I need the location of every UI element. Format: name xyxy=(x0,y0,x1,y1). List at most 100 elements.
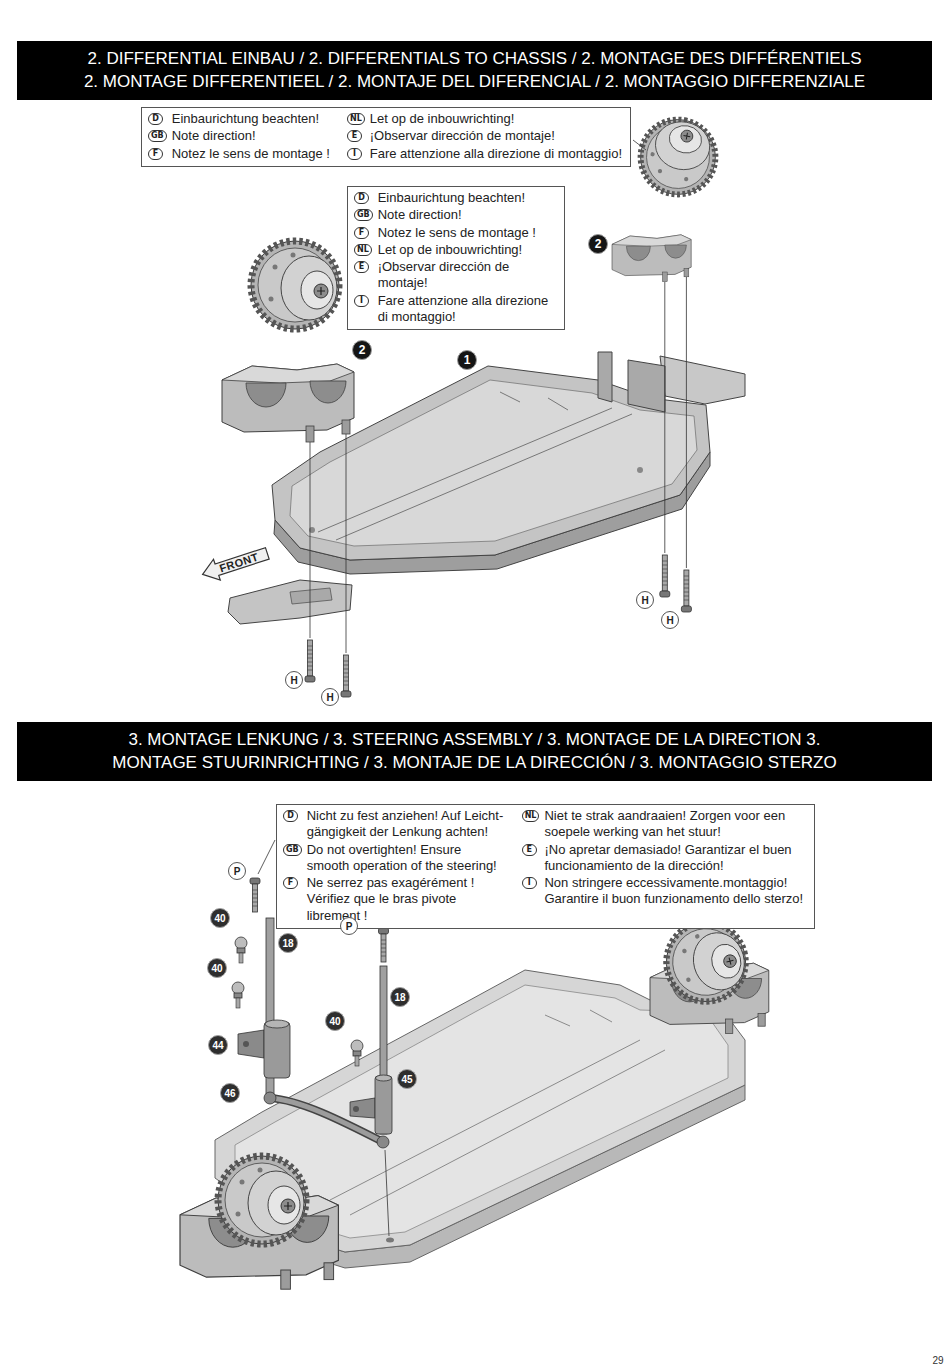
callout-number: H xyxy=(321,688,339,706)
callout-number: 1 xyxy=(457,350,477,370)
callout-number: H xyxy=(661,611,679,629)
callout-number: 18 xyxy=(278,933,298,953)
page-number: 29 xyxy=(932,1355,943,1366)
ball-stud xyxy=(351,1040,363,1066)
language-badge: D xyxy=(354,192,369,204)
bulkhead-walls xyxy=(598,352,665,412)
note-text: Einbaurichtung beachten! xyxy=(172,111,342,127)
language-badge: F xyxy=(283,877,298,889)
arrow-outline xyxy=(199,543,270,585)
note-text: Notez le sens de montage ! xyxy=(378,225,556,241)
callout-number: H xyxy=(636,591,654,609)
note-text: Note direction! xyxy=(378,207,556,223)
note-box: D Einbaurichtung beachten! NL Let op de inb… xyxy=(141,107,631,167)
screw xyxy=(681,570,691,612)
bumper-tab xyxy=(290,588,332,604)
language-badge: NL xyxy=(522,810,540,822)
language-badge: D xyxy=(148,113,163,125)
note-text: Fare attenzione alla direzione di montag… xyxy=(370,146,622,162)
callout-number: 2 xyxy=(352,340,372,360)
note-text: Nicht zu fest anziehen! Auf Leicht- gäng… xyxy=(307,808,517,841)
language-badge: I xyxy=(354,295,369,307)
note-text: Notez le sens de montage ! xyxy=(172,146,342,162)
rear-plate xyxy=(660,356,745,404)
callout-number: 40 xyxy=(207,958,227,978)
assembly-guide-lines xyxy=(310,277,686,653)
note-text: Ne serrez pas exagérément ! Vérifiez que… xyxy=(307,875,517,924)
drag-link xyxy=(270,1098,383,1142)
differential xyxy=(218,1156,306,1244)
callout-number: 2 xyxy=(588,234,608,254)
note-text: Non stringere eccessivamente.montaggio! … xyxy=(544,875,806,908)
language-badge: I xyxy=(522,877,537,889)
bellcrank-hole xyxy=(353,1106,359,1112)
bellcrank xyxy=(264,1022,290,1078)
bellcrank-top xyxy=(376,1075,392,1081)
screw xyxy=(305,640,315,682)
note-text: Note direction! xyxy=(172,128,342,144)
note-text: ¡Observar dirección de montaje! xyxy=(370,128,622,144)
screw xyxy=(660,555,670,597)
note-text: ¡No apretar demasiado! Garantizar el bue… xyxy=(544,842,806,875)
link-eye xyxy=(264,1092,276,1104)
screw xyxy=(250,878,260,912)
language-badge: GB xyxy=(354,209,373,221)
language-badge: E xyxy=(354,261,369,273)
callout-number: P xyxy=(228,862,246,880)
section-title: 2. DIFFERENTIAL EINBAU / 2. DIFFERENTIAL… xyxy=(30,48,920,92)
language-badge: NL xyxy=(347,113,365,125)
callout-number: H xyxy=(285,671,303,689)
note-box: D Einbaurichtung beachten! GB Note directio… xyxy=(347,186,565,330)
callout-number: P xyxy=(340,917,358,935)
note-text: Let op de inbouwrichting! xyxy=(378,242,556,258)
bellcrank-hole xyxy=(243,1041,249,1047)
note-text: Let op de inbouwrichting! xyxy=(370,111,622,127)
pivot-hole xyxy=(386,1238,394,1243)
note-text: ¡Observar dirección de montaje! xyxy=(378,259,556,292)
section-title: 3. MONTAGE LENKUNG / 3. STEERING ASSEMBL… xyxy=(30,729,920,773)
callout-number: 44 xyxy=(208,1035,228,1055)
callout-number: 40 xyxy=(325,1011,345,1031)
language-badge: GB xyxy=(283,844,302,856)
language-badge: NL xyxy=(354,244,372,256)
bellcrank-arm xyxy=(350,1098,375,1118)
bellcrank xyxy=(375,1076,392,1134)
chassis-rails xyxy=(318,392,632,540)
note-text: Do not overtighten! Ensure smooth operat… xyxy=(307,842,517,875)
note-text: Einbaurichtung beachten! xyxy=(378,190,556,206)
assembly-guide-line xyxy=(385,1150,389,1236)
front-bumper xyxy=(228,580,352,624)
screw xyxy=(379,928,389,962)
direction-label: FRONT xyxy=(218,551,260,575)
callout-number: 18 xyxy=(390,987,410,1007)
leader-line xyxy=(633,140,646,150)
diff-housing xyxy=(222,364,354,442)
drag-link xyxy=(270,1098,383,1142)
callout-number: 40 xyxy=(210,908,230,928)
language-badge: F xyxy=(354,227,369,239)
section-header-band: 2. DIFFERENTIAL EINBAU / 2. DIFFERENTIAL… xyxy=(17,41,932,100)
callout-number: 46 xyxy=(220,1083,240,1103)
ball-stud xyxy=(235,937,247,963)
note-box: D Nicht zu fest anziehen! Auf Leicht- gän… xyxy=(276,804,815,929)
note-text: Fare attenzione alla direzione di montag… xyxy=(378,293,556,326)
language-badge: E xyxy=(522,844,537,856)
callout-number: 45 xyxy=(397,1069,417,1089)
bellcrank-top xyxy=(265,1020,289,1028)
differential xyxy=(635,114,722,201)
ball-stud xyxy=(232,982,244,1008)
screw-hole xyxy=(637,467,643,473)
link-eye xyxy=(377,1136,389,1148)
section-header-band: 3. MONTAGE LENKUNG / 3. STEERING ASSEMBL… xyxy=(17,722,932,781)
language-badge: E xyxy=(347,130,362,142)
front-arrow: FRONT xyxy=(198,543,270,585)
language-badge: F xyxy=(148,148,163,160)
language-badge: GB xyxy=(148,130,167,142)
differential xyxy=(251,241,339,329)
language-badge: D xyxy=(283,810,298,822)
bellcrank-arm xyxy=(238,1030,264,1058)
language-badge: I xyxy=(347,148,362,160)
diff-housing xyxy=(612,235,691,282)
screw xyxy=(341,655,351,697)
note-text: Niet te strak aandraaien! Zorgen voor ee… xyxy=(544,808,806,841)
